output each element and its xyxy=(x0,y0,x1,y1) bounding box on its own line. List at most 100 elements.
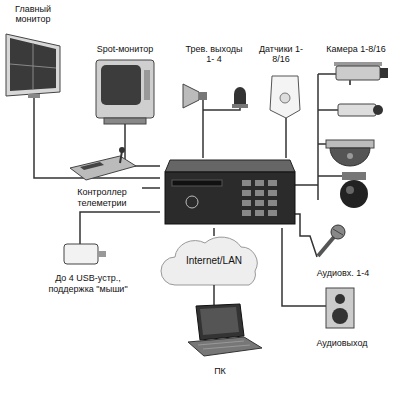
monitor-screen xyxy=(10,38,56,91)
alarm-outputs xyxy=(183,84,248,112)
wire xyxy=(124,124,126,126)
device-caption: Контроллер телеметрии xyxy=(67,187,137,208)
cable-connector xyxy=(125,126,160,166)
microphone xyxy=(306,225,345,257)
device-node: Spot-монитор xyxy=(92,44,158,126)
device-caption: Трев. выходы 1- 4 xyxy=(183,44,245,65)
cable-connector xyxy=(142,187,160,189)
device-caption: Аудиовх. 1-4 xyxy=(317,268,370,278)
compact-camera xyxy=(338,104,376,116)
crt-controls xyxy=(144,70,150,100)
device-node: Internet/LAN xyxy=(158,236,270,286)
beacon-base xyxy=(232,104,248,108)
spot-monitor xyxy=(96,60,154,126)
beacon-dome xyxy=(234,87,246,104)
wire xyxy=(33,98,35,102)
dvr-recorder xyxy=(165,160,295,224)
laptop-base xyxy=(188,337,262,356)
cable-connector xyxy=(295,214,306,236)
dvr-slot xyxy=(172,180,222,186)
dome-camera xyxy=(330,148,370,166)
dvr-button xyxy=(268,210,277,216)
device-caption: Главный монитор xyxy=(3,4,63,25)
joystick-knob xyxy=(119,147,125,153)
device-node: Трев. выходы 1- 4 xyxy=(176,44,252,112)
camera-lens xyxy=(380,68,388,78)
laptop-keys xyxy=(203,345,250,349)
main-monitor xyxy=(6,34,60,102)
wire xyxy=(318,73,336,75)
device-caption: До 4 USB-устр., поддержка "мыши" xyxy=(38,273,138,294)
cable-connector xyxy=(202,112,204,158)
device-caption: Spot-монитор xyxy=(97,44,154,54)
wire xyxy=(316,184,318,186)
camera-mount xyxy=(349,80,351,85)
usb-plug xyxy=(98,251,106,257)
dvr-button xyxy=(268,190,277,196)
dvr-logo xyxy=(186,196,198,208)
device-node: Камера 1-8/16 xyxy=(316,44,396,219)
cable-connector xyxy=(295,184,316,186)
camera-bus xyxy=(317,74,319,200)
wire xyxy=(213,302,215,305)
device-node: До 4 USB-устр., поддержка "мыши" xyxy=(36,238,140,294)
speaker-cabinet xyxy=(326,288,354,328)
camera-hood xyxy=(334,62,382,66)
dvr-button xyxy=(242,200,251,206)
dvr-buttons xyxy=(242,180,277,216)
laptop-keys xyxy=(198,341,244,345)
sensor-body xyxy=(270,76,300,118)
dvr-button xyxy=(242,190,251,196)
speaker xyxy=(300,288,354,328)
dvr-button xyxy=(255,210,264,216)
device-caption: ПК xyxy=(214,366,226,376)
dvr-button xyxy=(255,190,264,196)
crt-base xyxy=(104,118,146,124)
wire xyxy=(79,238,81,244)
telemetry-keyboard xyxy=(70,147,136,180)
wire xyxy=(213,285,215,286)
device-node xyxy=(160,158,295,228)
device-node: Главный монитор xyxy=(2,4,64,102)
laptop-screen xyxy=(196,304,244,340)
monitor-stand xyxy=(28,94,40,98)
sensor-lens xyxy=(280,93,290,103)
wire xyxy=(306,236,317,257)
dome-lens xyxy=(347,153,353,159)
usb-device xyxy=(64,238,106,264)
dvr-top xyxy=(165,160,295,172)
dvr-button xyxy=(255,200,264,206)
cable-connector xyxy=(282,228,300,306)
dvr-button xyxy=(242,180,251,186)
mic-handle xyxy=(318,237,334,256)
device-node: Аудиовх. 1-4 xyxy=(306,222,380,278)
keyboard-body xyxy=(70,156,136,180)
dvr-button xyxy=(242,210,251,216)
speaker-woofer xyxy=(332,308,348,324)
cable-connector xyxy=(213,286,215,302)
device-caption: Аудиовыход xyxy=(316,338,367,348)
laptop-display xyxy=(200,307,239,335)
siren-mount xyxy=(199,92,207,100)
wire xyxy=(318,143,326,145)
crt-screen xyxy=(101,65,141,105)
cable-connector xyxy=(213,228,215,236)
pir-sensor xyxy=(270,76,300,122)
keyboard-display xyxy=(80,162,104,170)
device-node: Датчики 1-8/16 xyxy=(256,44,306,122)
device-node: Контроллер телеметрии xyxy=(62,140,142,208)
cable-connector xyxy=(80,212,160,238)
dvr-front xyxy=(165,172,295,224)
cameras xyxy=(316,62,388,208)
usb-box xyxy=(64,244,98,264)
speed-dome-mount xyxy=(342,172,366,180)
wire xyxy=(300,305,326,307)
mic-head xyxy=(331,225,345,239)
device-node: ПК xyxy=(180,302,260,376)
device-node: Аудиовыход xyxy=(300,286,384,348)
mic-grille xyxy=(333,229,343,235)
screen-split xyxy=(10,64,56,68)
wire xyxy=(318,175,342,177)
wire xyxy=(203,108,240,110)
